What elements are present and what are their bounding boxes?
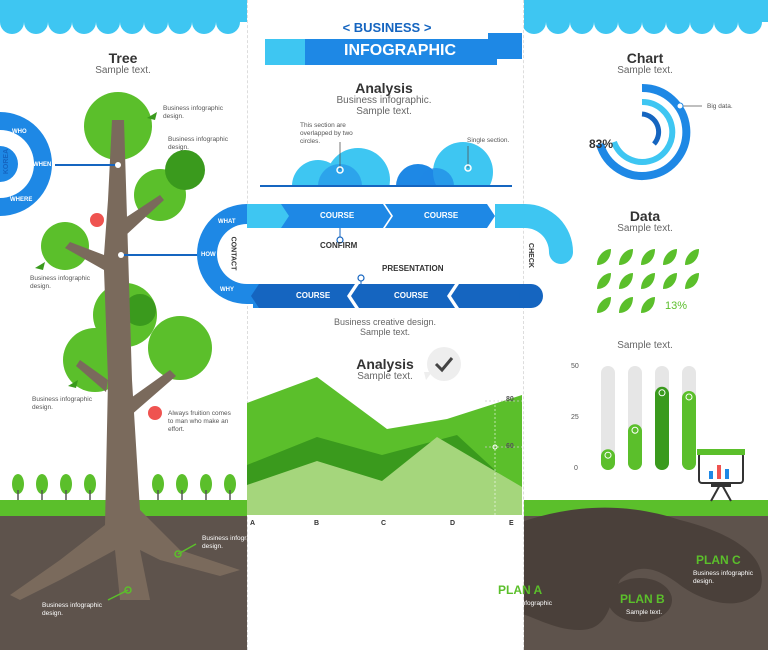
radial-chart xyxy=(596,83,702,180)
analysis1-note-left: This section are overlapped by two circl… xyxy=(300,122,353,145)
area-tick-80: 80 xyxy=(506,396,514,403)
analysis1-subtitle: Business infographic. Sample text. xyxy=(336,95,432,117)
bars-tick-50: 50 xyxy=(571,363,579,370)
ground-note-2: Business infographic design. xyxy=(320,569,380,584)
ring-label-when: WHEN xyxy=(33,162,52,168)
bar-marker xyxy=(685,393,693,401)
tree-subtitle: Sample text. xyxy=(95,65,151,76)
flow-presentation: PRESENTATION xyxy=(382,264,444,273)
ring-label-where: WHERE xyxy=(10,197,33,203)
tree-illustration xyxy=(10,92,240,601)
header-infographic: INFOGRAPHIC xyxy=(344,42,456,59)
flow-confirm: CONFIRM xyxy=(320,241,358,250)
ground-note-3: Business infographic design. xyxy=(42,602,102,617)
flow-contact-label: CONTACT xyxy=(229,236,237,271)
area-cat-a: A xyxy=(250,520,256,527)
presentation-board-icon xyxy=(697,449,745,502)
center-panel xyxy=(247,0,524,650)
fruit-icon xyxy=(148,406,162,420)
flow-check-label: CHECK xyxy=(526,243,534,268)
header-ribbon xyxy=(265,33,522,65)
analysis1-title: Analysis xyxy=(355,80,413,96)
bars-label: Sample text. xyxy=(617,340,673,351)
area-cat-e: E xyxy=(509,520,514,527)
plan-a-label: PLAN A xyxy=(498,583,543,597)
area-cat-d: D xyxy=(450,520,456,527)
bar-track xyxy=(601,366,615,470)
data-subtitle: Sample text. xyxy=(617,223,673,234)
plan-c-sub: Business infographic design. xyxy=(693,570,753,585)
small-trees xyxy=(12,474,236,500)
vertical-bars xyxy=(601,366,696,470)
flow-ring-how: HOW xyxy=(201,252,216,258)
area-cat-c: C xyxy=(381,520,387,527)
data-title: Data xyxy=(629,208,661,224)
tree-note-5: Always fruition comes to man who make an… xyxy=(168,410,231,433)
plan-a-sub: Business infographic design. xyxy=(492,600,552,615)
bars-tick-25: 25 xyxy=(571,414,579,421)
bar-fill xyxy=(655,386,669,470)
area-tick-60: 60 xyxy=(506,443,514,450)
tree-note-4: Business infographic design. xyxy=(32,396,92,411)
chart-subtitle: Sample text. xyxy=(617,65,673,76)
area-chart xyxy=(247,377,522,515)
leaf-grid xyxy=(597,249,699,313)
bar-marker xyxy=(658,389,666,397)
bar-marker xyxy=(604,451,612,459)
check-bubble-icon xyxy=(424,347,461,381)
analysis2-title: Analysis xyxy=(356,356,414,372)
tree-note-2: Business infographic design. xyxy=(168,136,228,151)
flow-ring-what: WHAT xyxy=(218,219,236,225)
chart-note: Big data. xyxy=(707,103,733,110)
ground-note-1: Business infographic design. xyxy=(202,535,262,550)
tree-title: Tree xyxy=(108,50,138,66)
analysis1-note-right: Single section. xyxy=(467,137,510,144)
flow-course-top-2: COURSE xyxy=(424,211,459,220)
who-when-where-ring xyxy=(0,112,52,216)
area-cat-b: B xyxy=(314,520,320,527)
bar-fill xyxy=(601,449,615,470)
flow-ring-why: WHY xyxy=(220,287,234,293)
bar-fill xyxy=(628,424,642,470)
plan-c-label: PLAN C xyxy=(696,553,741,567)
analysis2-subtitle: Sample text. xyxy=(357,371,413,382)
plan-b-label: PLAN B xyxy=(620,592,665,606)
ring-label-who: WHO xyxy=(12,129,27,135)
bars-tick-0: 0 xyxy=(574,465,578,472)
tree-note-1: Business infographic design. xyxy=(163,105,223,120)
flow-caption: Business creative design. Sample text. xyxy=(333,317,437,337)
bar-marker xyxy=(631,426,639,434)
fruit-icon xyxy=(90,213,104,227)
tree-note-3: Business infographic design. xyxy=(30,275,90,290)
bar-fill xyxy=(682,390,696,470)
flow-course-top-1: COURSE xyxy=(320,211,355,220)
plan-b-sub: Sample text. xyxy=(626,609,663,616)
overlap-circles xyxy=(258,142,514,190)
chart-percent: 83% xyxy=(589,137,614,151)
flow-course-bottom-2: COURSE xyxy=(394,291,429,300)
ring-side-label: KOREA xyxy=(3,148,11,175)
course-flow xyxy=(197,204,573,308)
chart-title: Chart xyxy=(626,50,664,66)
data-percent: 13% xyxy=(665,300,688,312)
flow-course-bottom-1: COURSE xyxy=(296,291,331,300)
header-business: < BUSINESS > xyxy=(342,20,432,35)
